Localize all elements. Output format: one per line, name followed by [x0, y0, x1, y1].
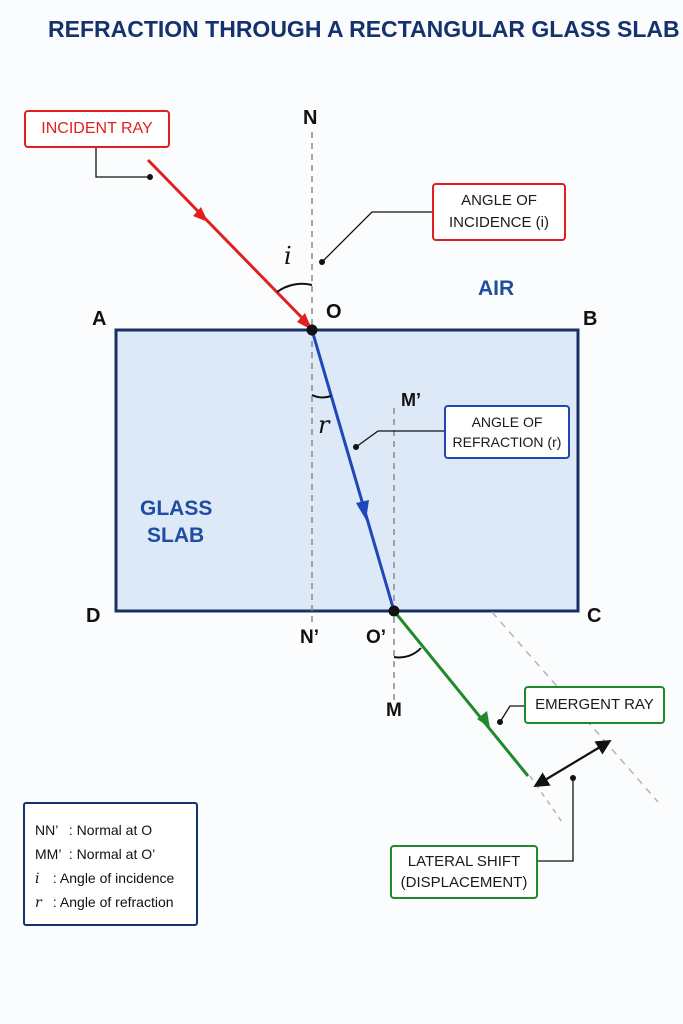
legend-text: Normal at O [76, 822, 153, 838]
angle-emergent-arc [393, 647, 422, 659]
region-glass-line2: SLAB [147, 524, 204, 547]
lateral-shift-callout-leader [538, 778, 574, 862]
emergent-ray [392, 610, 530, 777]
incident-callout-dot [147, 174, 153, 180]
symbol-r: r [318, 411, 331, 439]
label-o: O [326, 301, 342, 323]
label-d: D [86, 605, 100, 627]
label-a: A [92, 308, 106, 330]
glass-slab [114, 328, 580, 613]
angle-i-arc [276, 282, 313, 293]
legend-row-i: i : Angle of incidence [35, 866, 196, 890]
legend-text: Angle of incidence [59, 870, 175, 886]
emergent-ray-label: EMERGENT RAY [535, 696, 654, 713]
legend-row-mm: MM’ : Normal at O’ [35, 842, 196, 866]
emergent-callout-leader [499, 705, 524, 723]
emergent-ray-arrowhead [477, 711, 490, 728]
lateral-shift-callout-dot [570, 775, 576, 781]
symbol-i: i [284, 242, 292, 270]
legend-text: Angle of refraction [59, 894, 174, 910]
label-n: N [303, 107, 317, 129]
incident-ray-label: INCIDENT RAY [41, 120, 153, 137]
angle-incidence-line1: ANGLE OF [461, 192, 537, 209]
legend-symbol: i [35, 871, 40, 887]
refracted-ray [310, 329, 396, 612]
lateral-shift-line1: LATERAL SHIFT [407, 853, 521, 870]
point-o-prime [388, 605, 400, 617]
legend-separator: : [52, 870, 57, 886]
angle-refraction-line2: REFRACTION (r) [452, 434, 562, 450]
legend-text: Normal at O’ [76, 846, 156, 862]
legend-separator: : [68, 846, 73, 862]
legend-symbol: r [35, 895, 42, 911]
angle-r-callout-dot [353, 444, 359, 450]
lateral-shift-line2: (DISPLACEMENT) [400, 874, 528, 891]
angle-i-callout-dot [319, 259, 325, 265]
incident-callout-leader [95, 147, 150, 178]
label-m: M [386, 700, 402, 721]
lateral-shift-callout: LATERAL SHIFT (DISPLACEMENT) [390, 845, 538, 899]
page-title: REFRACTION THROUGH A RECTANGULAR GLASS S… [48, 16, 680, 42]
incident-extension-line [491, 611, 659, 803]
emergent-callout-dot [497, 719, 503, 725]
label-c: C [587, 605, 601, 627]
angle-incidence-line2: INCIDENCE (i) [449, 214, 549, 231]
legend-symbol: MM’ [35, 846, 62, 862]
region-air: AIR [478, 277, 514, 300]
legend-row-nn: NN’ : Normal at O [35, 818, 196, 842]
label-m-prime: M’ [401, 390, 421, 410]
angle-refraction-callout: ANGLE OF REFRACTION (r) [444, 405, 570, 459]
angle-r-callout-leader [355, 430, 444, 448]
angle-i-callout-leader [321, 211, 432, 263]
label-n-prime: N’ [300, 627, 319, 648]
angle-refraction-line1: ANGLE OF [471, 414, 543, 430]
legend-symbol: NN’ [35, 822, 59, 838]
angle-r-arc [311, 394, 332, 399]
legend-row-r: r : Angle of refraction [35, 890, 196, 914]
incident-ray-arrowhead [193, 207, 208, 222]
emergent-extension-line [529, 775, 563, 823]
label-b: B [583, 308, 597, 330]
emergent-ray-callout: EMERGENT RAY [524, 686, 665, 724]
point-o [306, 324, 318, 336]
legend-box: NN’ : Normal at O MM’ : Normal at O’ i :… [23, 802, 198, 926]
incident-ray [146, 158, 311, 327]
angle-incidence-callout: ANGLE OF INCIDENCE (i) [432, 183, 566, 241]
lateral-shift-arrow [533, 740, 612, 787]
incident-ray-callout: INCIDENT RAY [24, 110, 170, 148]
region-glass-line1: GLASS [140, 497, 212, 520]
legend-separator: : [52, 894, 57, 910]
incident-ray-tip [297, 313, 312, 330]
legend-separator: : [68, 822, 73, 838]
label-o-prime: O’ [366, 627, 386, 648]
refracted-ray-arrowhead [356, 500, 369, 520]
